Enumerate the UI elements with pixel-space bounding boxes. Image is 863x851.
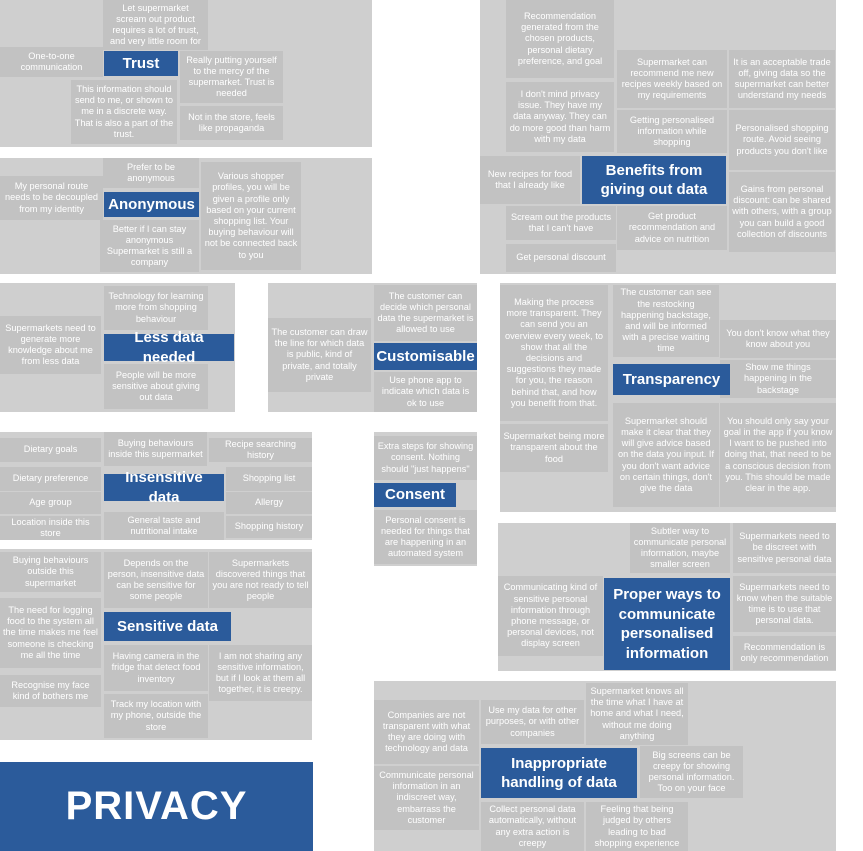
transparency-note: Show me things happening in the backstag…	[720, 360, 836, 398]
sensitive-heading: Sensitive data	[104, 612, 231, 641]
inappropriate-note: Companies are not transparent with what …	[374, 700, 479, 764]
less-data-heading: Less data needed	[104, 329, 234, 366]
anonymous-heading: Anonymous	[104, 192, 199, 217]
customisable-note: The customer can decide which personal d…	[374, 285, 477, 341]
consent-note: Extra steps for showing consent. Nothing…	[374, 436, 477, 480]
benefits-note: Get personal discount	[506, 244, 616, 272]
insensitive-note: Shopping list	[226, 467, 312, 491]
transparency-note: You should only say your goal in the app…	[720, 403, 836, 507]
insensitive-note: General taste and nutritional intake	[104, 512, 224, 540]
proper-ways-note: Supermarkets need to know when the suita…	[733, 576, 836, 632]
inappropriate-note: Big screens can be creepy for showing pe…	[640, 746, 743, 798]
benefits-note: New recipes for food that I already like	[480, 156, 580, 204]
benefits-note: Supermarket can recommend me new recipes…	[617, 50, 727, 108]
insensitive-note: Age group	[0, 492, 101, 514]
customisable-note: Use phone app to indicate which data is …	[374, 372, 477, 412]
anonymous-note: Prefer to be anonymous	[103, 158, 199, 188]
benefits-note: I don't mind privacy issue. They have my…	[506, 82, 614, 152]
sensitive-note: Depends on the person, insensitive data …	[104, 552, 208, 608]
benefits-heading: Benefits from giving out data	[582, 156, 726, 204]
anonymous-note: Various shopper profiles, you will be gi…	[201, 162, 301, 270]
benefits-note: Getting personalised information while s…	[617, 110, 727, 153]
trust-note: Let supermarket scream out product requi…	[103, 0, 208, 50]
proper-ways-note: Subtler way to communicate personal info…	[630, 523, 730, 573]
insensitive-note: Recipe searching history	[209, 438, 312, 462]
inappropriate-note: Supermarket knows all the time what I ha…	[586, 683, 688, 745]
benefits-note: Gains from personal discount: can be sha…	[729, 172, 835, 252]
transparency-note: The customer can see the restocking happ…	[613, 285, 719, 357]
proper-ways-note: Recommendation is only recommendation	[733, 636, 836, 670]
trust-note: Not in the store, feels like propaganda	[180, 106, 283, 140]
trust-note: Really putting yourself to the mercy of …	[180, 51, 283, 103]
anonymous-note: Better if I can stay anonymous Supermark…	[100, 220, 199, 272]
insensitive-note: Dietary preference	[0, 467, 101, 491]
page-title: PRIVACY	[0, 762, 313, 851]
trust-note: One-to-one communication	[0, 47, 103, 77]
less-data-note: Technology for learning more from shoppi…	[104, 286, 208, 330]
benefits-note: It is an acceptable trade off, giving da…	[729, 50, 835, 108]
sensitive-note: The need for logging food to the system …	[0, 598, 101, 668]
sensitive-note: Recognise my face kind of bothers me	[0, 675, 101, 707]
trust-heading: Trust	[104, 51, 178, 76]
less-data-note: People will be more sensitive about givi…	[104, 364, 208, 409]
sensitive-note: Supermarkets discovered things that you …	[209, 552, 312, 608]
insensitive-note: Shopping history	[226, 516, 312, 538]
sensitive-note: Having camera in the fridge that detect …	[104, 645, 208, 691]
less-data-note: Supermarkets need to generate more knowl…	[0, 316, 101, 374]
proper-ways-note: Supermarkets need to be discreet with se…	[733, 523, 836, 573]
trust-note: This information should send to me, or s…	[71, 80, 177, 144]
transparency-heading: Transparency	[613, 364, 730, 395]
inappropriate-note: Communicate personal information in an i…	[374, 766, 479, 830]
sensitive-note: Buying behaviours outside this supermark…	[0, 552, 101, 592]
anonymous-note: My personal route needs to be decoupled …	[0, 176, 103, 220]
customisable-heading: Customisable	[374, 343, 477, 370]
insensitive-note: Dietary goals	[0, 438, 101, 462]
proper-ways-heading: Proper ways to communicate personalised …	[604, 578, 730, 670]
benefits-note: Scream out the products that I can't hav…	[506, 206, 616, 240]
transparency-note: Making the process more transparent. The…	[500, 285, 608, 421]
inappropriate-note: Use my data for other purposes, or with …	[481, 700, 584, 744]
transparency-note: You don't know what they know about you	[720, 320, 836, 358]
benefits-note: Recommendation generated from the chosen…	[506, 0, 614, 78]
proper-ways-note: Communicating kind of sensitive personal…	[498, 576, 603, 656]
benefits-note: Personalised shopping route. Avoid seein…	[729, 110, 835, 170]
benefits-note: Get product recommendation and advice on…	[617, 206, 727, 250]
inappropriate-heading: Inappropriate handling of data	[481, 748, 637, 798]
inappropriate-note: Feeling that being judged by others lead…	[586, 802, 688, 851]
sensitive-note: Track my location with my phone, outside…	[104, 694, 208, 738]
insensitive-heading: Insensitive data	[104, 469, 224, 506]
transparency-note: Supermarket being more transparent about…	[500, 424, 608, 472]
customisable-note: The customer can draw the line for which…	[268, 318, 371, 392]
transparency-note: Supermarket should make it clear that th…	[613, 403, 719, 507]
sensitive-note: I am not sharing any sensitive informati…	[209, 645, 312, 701]
consent-note: Personal consent is needed for things th…	[374, 510, 477, 564]
consent-heading: Consent	[374, 483, 456, 507]
inappropriate-note: Collect personal data automatically, wit…	[481, 802, 584, 851]
insensitive-note: Location inside this store	[0, 516, 101, 540]
insensitive-note: Allergy	[226, 492, 312, 514]
insensitive-note: Buying behaviours inside this supermarke…	[104, 432, 207, 466]
